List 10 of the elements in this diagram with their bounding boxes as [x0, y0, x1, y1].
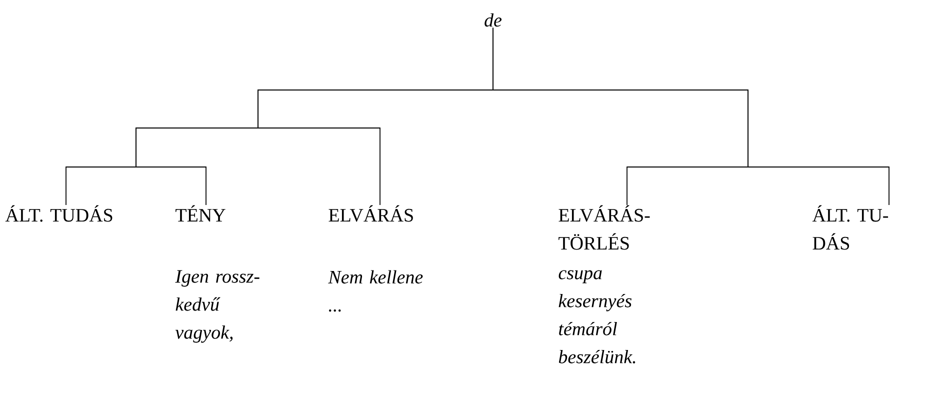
category-label: TÉNY — [176, 205, 226, 222]
category-label: ÁLT. TUDÁS — [5, 205, 112, 222]
example-text: csupa kesernyés témáról beszélünk. — [558, 270, 636, 364]
category-label: ELVÁRÁS — [328, 205, 413, 222]
root-label: de — [484, 13, 502, 27]
category-label: ELVÁRÁS-TÖRLÉS — [558, 205, 650, 250]
example-text: Nem kellene ... — [328, 270, 423, 312]
category-label: ÁLT. TU-DÁS — [812, 205, 888, 250]
example-text: Igen rossz-kedvű vagyok, — [175, 270, 260, 343]
tree-branch — [492, 27, 890, 206]
